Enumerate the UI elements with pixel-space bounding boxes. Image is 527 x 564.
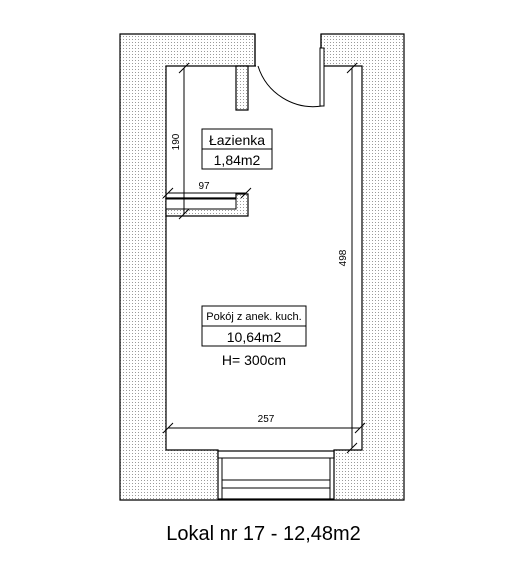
outer-wall bbox=[119, 33, 405, 501]
room-height-main: H= 300cm bbox=[222, 352, 286, 368]
dim-label-room-width: 257 bbox=[258, 414, 275, 425]
door-opening bbox=[256, 33, 320, 67]
dimension-bath-height bbox=[178, 62, 190, 220]
dimension-bath-width bbox=[162, 187, 252, 199]
room-name-main: Pokój z anek. kuch. bbox=[206, 311, 301, 323]
door-swing-arc bbox=[257, 65, 323, 108]
room-label-bathroom: Łazienka 1,84m2 bbox=[201, 128, 273, 170]
room-label-main: Pokój z anek. kuch. 10,64m2 H= 300cm bbox=[201, 305, 307, 368]
dimension-room-width bbox=[162, 422, 366, 434]
bathroom-wall bbox=[235, 65, 249, 111]
room-area-bathroom: 1,84m2 bbox=[214, 152, 261, 168]
room-name-bathroom: Łazienka bbox=[209, 132, 265, 148]
room-area-main: 10,64m2 bbox=[227, 329, 282, 345]
door-leaf bbox=[319, 47, 325, 107]
dim-label-room-height: 498 bbox=[338, 249, 349, 266]
plan-caption: Lokal nr 17 - 12,48m2 bbox=[166, 523, 361, 545]
dim-label-bath-height: 190 bbox=[171, 133, 182, 150]
floor-plan: 190 97 498 257 Łazienka 1,84m2 Pokój z a… bbox=[119, 33, 405, 501]
dimension-room-height bbox=[346, 62, 358, 454]
dim-label-bath-width: 97 bbox=[198, 181, 210, 192]
window-bay bbox=[217, 450, 335, 500]
